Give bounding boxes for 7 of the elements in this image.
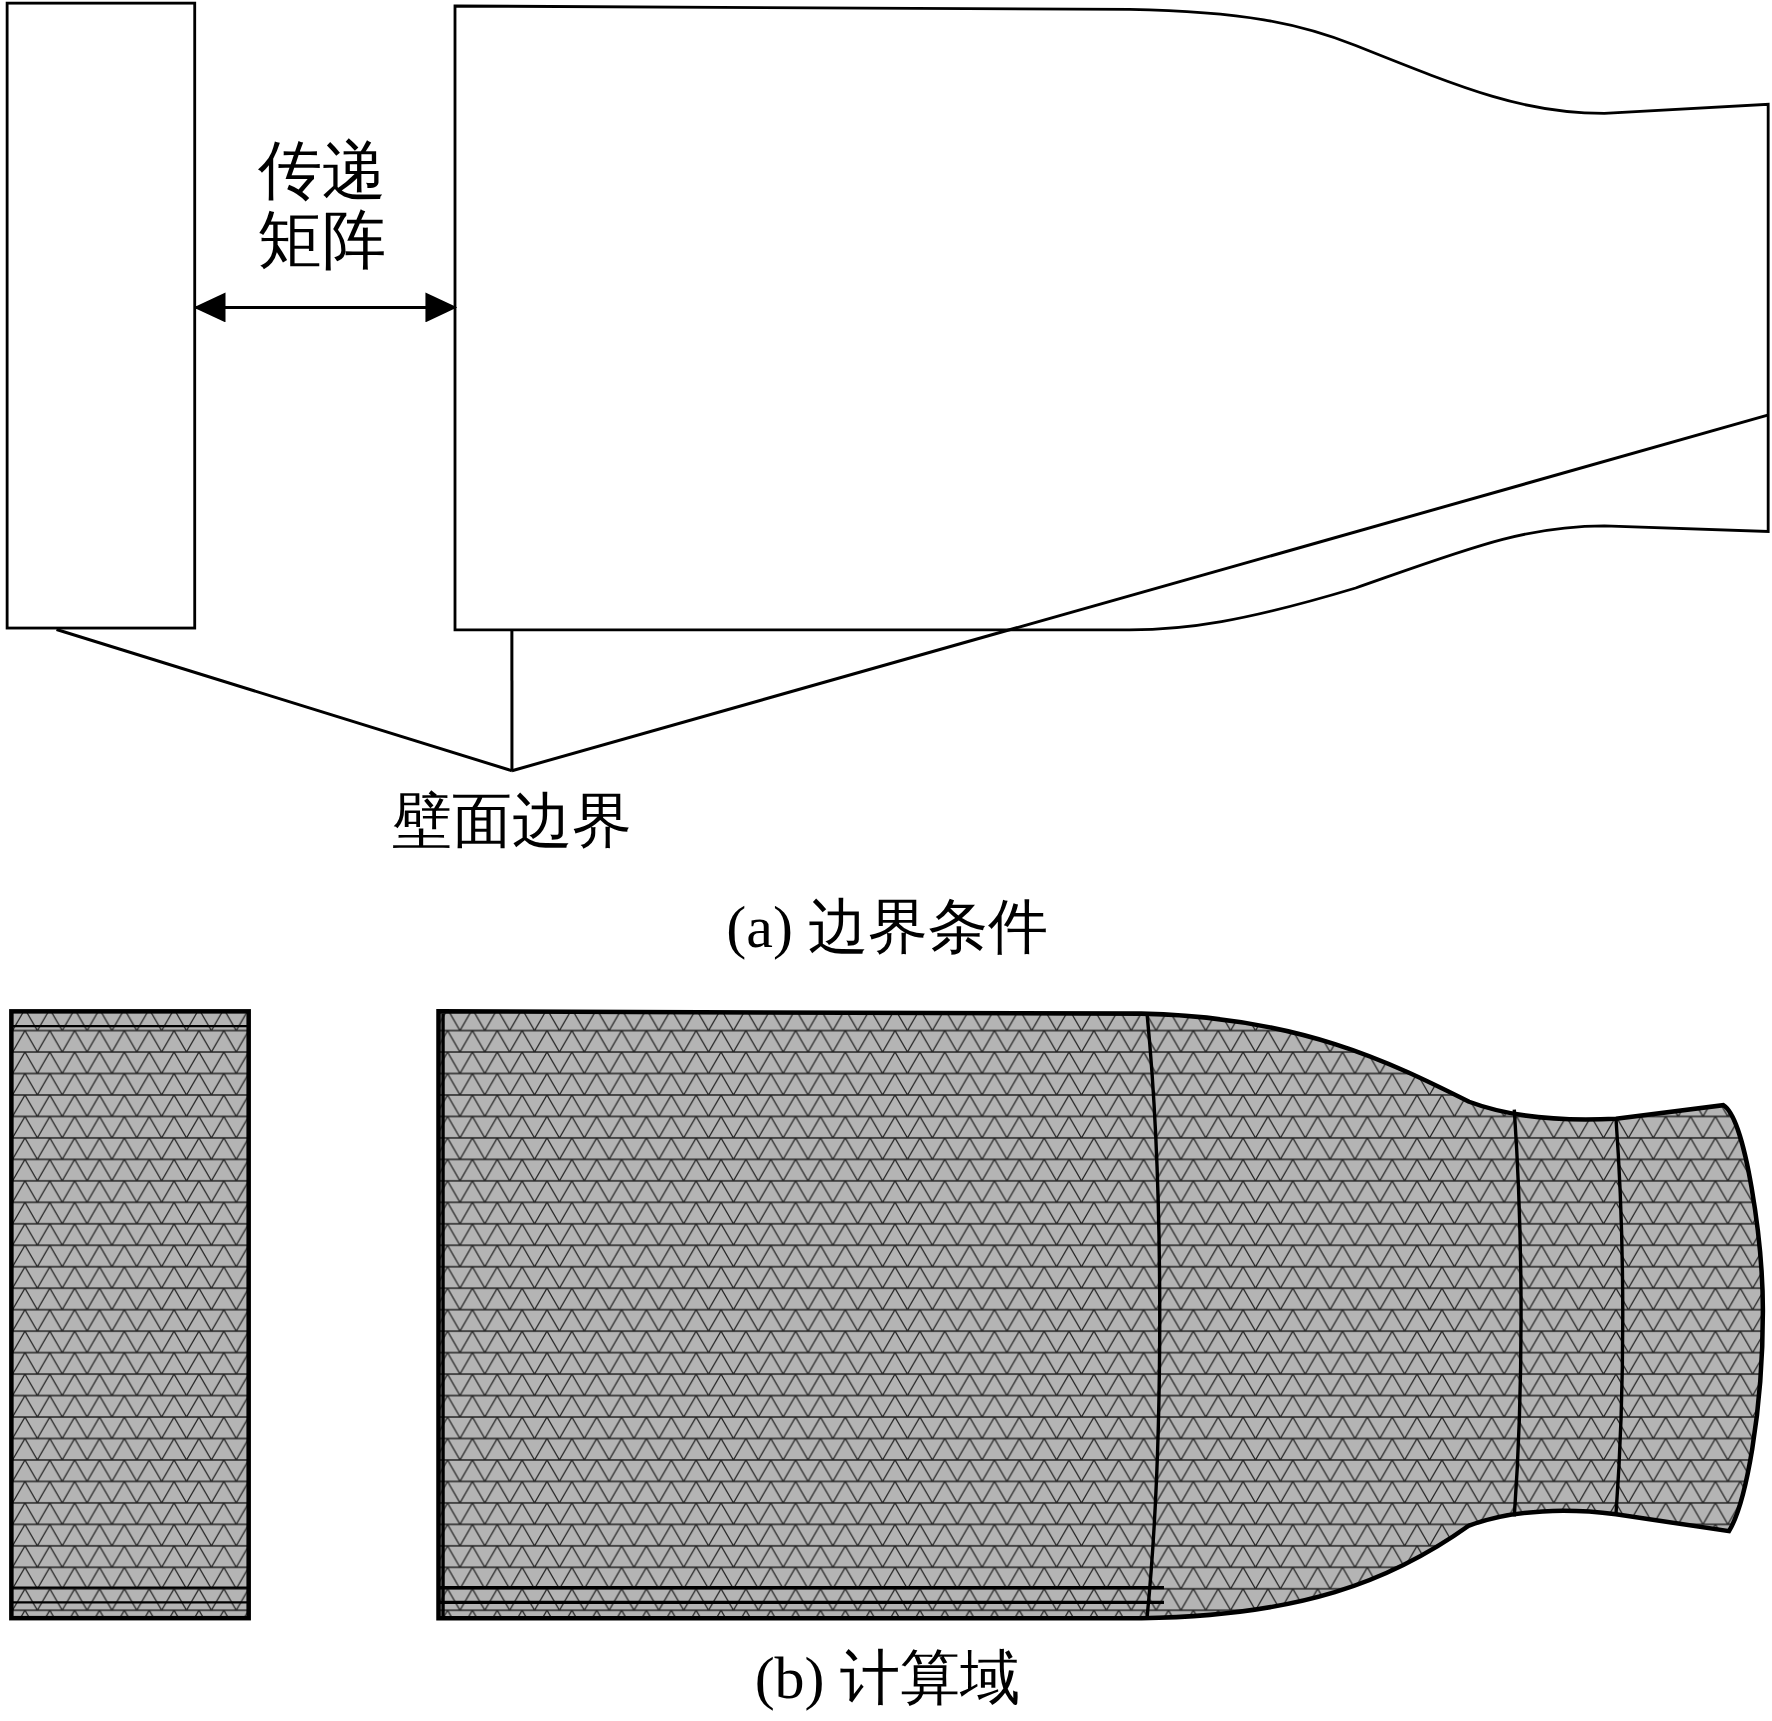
leader-line xyxy=(56,628,513,773)
double-arrow xyxy=(193,292,458,323)
figure-caption: (a) 边界条件 xyxy=(725,892,1049,962)
leader-line xyxy=(510,629,514,771)
boundary-label: 壁面边界 xyxy=(390,786,633,856)
figure-caption: (b) 计算域 xyxy=(753,1644,1021,1714)
leader-line xyxy=(511,413,1769,773)
